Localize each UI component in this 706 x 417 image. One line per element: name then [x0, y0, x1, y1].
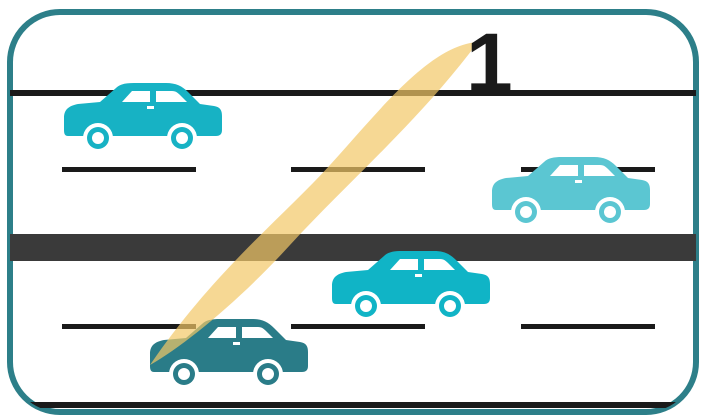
- lane-dash: [521, 324, 655, 329]
- lane-dash: [62, 324, 196, 329]
- lane-dash: [291, 324, 425, 329]
- sign-label: 1: [466, 16, 513, 110]
- road-edge-top: [0, 90, 706, 96]
- road-edge-bottom: [0, 402, 706, 408]
- median-strip: [0, 234, 706, 261]
- lane-dash: [62, 167, 196, 172]
- frame-border: [10, 12, 696, 412]
